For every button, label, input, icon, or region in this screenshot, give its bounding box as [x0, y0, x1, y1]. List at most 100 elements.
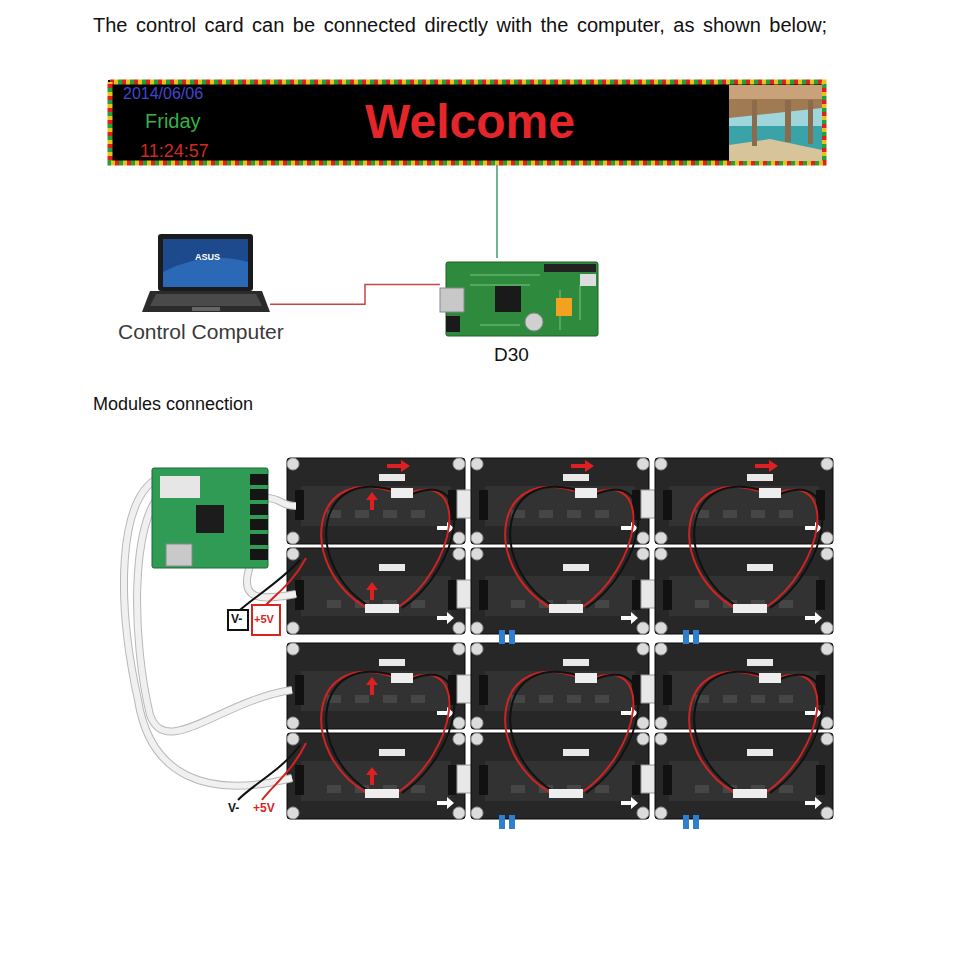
mounting-hole — [471, 622, 483, 634]
mounting-hole — [821, 458, 833, 470]
black-lead — [240, 560, 300, 610]
module-sticker — [563, 659, 589, 666]
module-sticker — [747, 474, 773, 481]
ribbon-cable — [266, 498, 296, 506]
data-direction-arrow — [366, 767, 378, 785]
direction-arrow — [805, 707, 822, 719]
coin-battery — [525, 313, 543, 331]
mounting-hole — [637, 717, 649, 729]
direction-arrow — [805, 797, 822, 809]
module-sticker — [379, 564, 405, 571]
power-connector — [549, 604, 583, 613]
power-connector — [391, 488, 413, 498]
ribbon-cable — [124, 478, 292, 786]
driver-chip — [779, 695, 793, 703]
driver-chip — [411, 510, 425, 518]
mounting-hole — [637, 807, 649, 819]
mounting-hole — [821, 643, 833, 655]
mounting-hole — [287, 733, 299, 745]
ribbon-header — [632, 580, 641, 610]
mounting-hole — [453, 643, 465, 655]
red-lead — [262, 743, 306, 800]
mounting-hole — [287, 548, 299, 560]
module-sticker — [747, 659, 773, 666]
module-sticker — [747, 564, 773, 571]
direction-arrow — [805, 522, 822, 534]
driver-chip — [511, 600, 525, 608]
led-module — [287, 548, 479, 634]
direction-arrow — [437, 522, 454, 534]
direction-arrow — [437, 707, 454, 719]
photo-sky — [729, 85, 822, 161]
blue-terminal — [693, 815, 699, 829]
mounting-hole — [821, 548, 833, 560]
mounting-hole — [655, 733, 667, 745]
mounting-hole — [655, 458, 667, 470]
driver-chip — [511, 785, 525, 793]
card-connector — [160, 476, 200, 498]
driver-chip — [751, 510, 765, 518]
mounting-hole — [471, 643, 483, 655]
data-direction-arrow — [366, 677, 378, 695]
mounting-hole — [471, 458, 483, 470]
laptop-lid — [158, 234, 253, 291]
laptop-base — [142, 291, 270, 312]
power-wire — [694, 487, 772, 608]
hub-port — [250, 519, 268, 530]
laptop-art — [142, 234, 270, 312]
module-body — [287, 458, 465, 544]
card-board — [152, 468, 268, 568]
power-wire — [402, 490, 454, 608]
power-wire — [510, 487, 588, 608]
mounting-hole — [453, 532, 465, 544]
direction-arrow — [437, 797, 454, 809]
power-wiring — [321, 487, 454, 613]
ribbon-header — [816, 765, 825, 795]
power-connector — [549, 789, 583, 798]
driver-chip — [355, 510, 369, 518]
terminal-label: +5V — [254, 613, 274, 626]
led-module — [287, 733, 479, 819]
red-lead — [266, 558, 306, 605]
hub-port — [250, 474, 268, 485]
mounting-hole — [655, 717, 667, 729]
mounting-hole — [453, 548, 465, 560]
mounting-hole — [453, 717, 465, 729]
display-border — [110, 82, 824, 163]
mounting-hole — [821, 622, 833, 634]
driver-chip — [723, 510, 737, 518]
led-module — [471, 548, 663, 634]
control-computer: Control Computer — [142, 232, 270, 314]
mounting-hole — [287, 643, 299, 655]
power-connector — [733, 604, 767, 613]
power-wire — [770, 675, 822, 793]
driver-chip — [411, 600, 425, 608]
mounting-hole — [453, 458, 465, 470]
ethernet-port — [440, 288, 464, 312]
driver-chip — [411, 785, 425, 793]
chip — [196, 505, 224, 533]
ribbon-header — [448, 765, 457, 795]
ribbon-header — [295, 675, 304, 705]
direction-arrow — [621, 612, 638, 624]
mounting-hole — [287, 458, 299, 470]
mounting-hole — [287, 807, 299, 819]
terminal-box: +5V — [251, 604, 281, 636]
mounting-hole — [637, 643, 649, 655]
power-wiring — [321, 672, 454, 798]
power-wire — [586, 675, 638, 793]
blue-terminal — [693, 630, 699, 644]
module-body — [471, 643, 649, 729]
driver-chip — [723, 695, 737, 703]
direction-arrow — [805, 612, 822, 624]
power-wiring — [499, 672, 638, 829]
ribbon-header — [295, 580, 304, 610]
module-sticker — [379, 474, 405, 481]
ribbon-header — [663, 765, 672, 795]
photo-roof — [729, 85, 822, 99]
connector — [580, 274, 596, 286]
display-face — [108, 80, 826, 165]
mounting-hole — [453, 622, 465, 634]
data-direction-arrow — [755, 460, 778, 472]
